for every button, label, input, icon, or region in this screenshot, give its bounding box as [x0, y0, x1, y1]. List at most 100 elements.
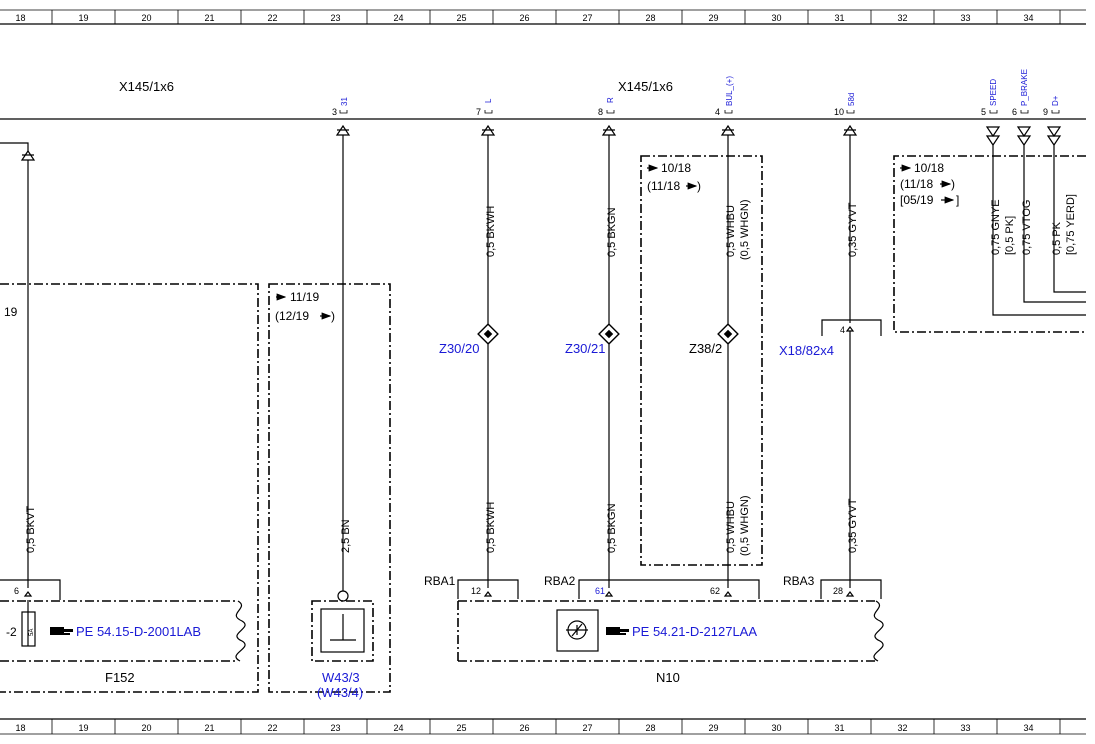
ruler-label: 24: [393, 723, 403, 733]
ruler-label: 24: [393, 13, 403, 23]
wire-label-vtog: 0,75 VTOG: [1021, 200, 1033, 255]
f152-cut-label: -2: [6, 625, 17, 639]
ground-icon: [330, 614, 356, 641]
reference-hand-icon: [50, 627, 73, 635]
connector-x18: 4 X18/82x4: [779, 319, 882, 358]
reference-hand-icon: [606, 627, 629, 635]
variant-box-w43: [268, 283, 391, 693]
ruler-label: 25: [456, 13, 466, 23]
wire-label-gnye: 0,75 GNYE: [990, 199, 1002, 255]
ruler-label: 28: [645, 723, 655, 733]
rba2-pin: 61: [595, 586, 605, 596]
pin-4-signal: BUL_(+): [725, 76, 734, 106]
variant-w43-line1: 11/19: [290, 290, 319, 304]
wire-label-whgn-bottom: (0,5 WHGN): [739, 496, 751, 557]
pin-9-signal: D+: [1051, 95, 1060, 106]
variant-right-line2: (11/18: [900, 177, 933, 191]
svg-text:): ): [951, 177, 955, 191]
rba2-label: RBA2: [544, 574, 576, 588]
f152-label: F152: [105, 670, 135, 685]
pin-5-signal: SPEED: [989, 79, 998, 106]
wire-label-gyvt-top: 0,35 GYVT: [847, 202, 859, 257]
component-w43: W43/3 (W43/4): [311, 590, 374, 700]
variant-w43-line2: (12/19: [275, 309, 309, 323]
pin-3-signal: 31: [340, 97, 349, 106]
splice-z30-21-label: Z30/21: [565, 341, 605, 356]
wire-label-bkgn-bottom: 0,5 BKGN: [606, 503, 618, 553]
wire-label-whbu-bottom: 0,5 WHBU: [725, 501, 737, 553]
pin-10-signal: 58d: [847, 93, 856, 106]
pin-10-number: 10: [834, 107, 844, 117]
pin-6-signal: P_BRAKE: [1020, 69, 1029, 106]
variant-right-line3: [05/19: [900, 193, 934, 207]
ruler-label: 21: [204, 13, 214, 23]
connector-x18-pin: 4: [840, 325, 845, 335]
rba3-pin: 28: [833, 586, 843, 596]
ruler-label: 33: [960, 13, 970, 23]
ruler-label: 21: [204, 723, 214, 733]
rba3-label: RBA3: [783, 574, 815, 588]
f152-pin-number: 6: [14, 586, 19, 596]
connector-x145-right: X145/1x6: [618, 79, 673, 94]
wire-label-bkvt: 0,5 BKVT: [25, 506, 37, 553]
splice-z30-20-label: Z30/20: [439, 341, 479, 356]
left-cut-label: 19: [4, 305, 18, 319]
n10-reference-link[interactable]: PE 54.21-D-2127LAA: [632, 624, 757, 639]
ruler-label: 19: [78, 13, 88, 23]
variant-right-line1: 10/18: [914, 161, 944, 175]
variant-box-z38: [640, 155, 763, 566]
f152-fuse-rating: 5A: [29, 629, 35, 636]
w43-label[interactable]: W43/3: [322, 670, 360, 685]
ruler-label: 27: [582, 13, 592, 23]
wire-label-pk-alt: [0,5 PK]: [1004, 216, 1016, 255]
ruler-label: 26: [519, 723, 529, 733]
connector-x18-label: X18/82x4: [779, 343, 834, 358]
top-pins: 3 31 7 L 8 R 4 BUL_(+) 10 58d 5 SPEED 6 …: [332, 69, 1060, 117]
wire-label-whbu-top: 0,5 WHBU: [725, 205, 737, 257]
rba1-label: RBA1: [424, 574, 456, 588]
wire-label-bkwh-top: 0,5 BKWH: [485, 206, 497, 257]
ruler-label: 22: [267, 723, 277, 733]
pin-3-number: 3: [332, 107, 337, 117]
ruler-label: 32: [897, 13, 907, 23]
n10-label: N10: [656, 670, 680, 685]
pin-7-signal: L: [484, 98, 493, 103]
ruler-label: 26: [519, 13, 529, 23]
pin-62: 62: [710, 586, 720, 596]
top-connector-terminals: [0, 124, 1062, 161]
ruler-label: 23: [330, 13, 340, 23]
pin-7-number: 7: [476, 107, 481, 117]
ruler-label: 18: [15, 723, 25, 733]
wires: [27, 135, 1086, 591]
wire-label-whgn-top: (0,5 WHGN): [739, 200, 751, 261]
wire-label-gyvt-bottom: 0,35 GYVT: [847, 498, 859, 553]
splice-z38-2: Z38/2: [689, 323, 739, 356]
ruler-label: 29: [708, 723, 718, 733]
svg-text:): ): [697, 179, 701, 193]
w43-alt-label[interactable]: (W43/4): [317, 685, 363, 700]
ruler-label: 28: [645, 13, 655, 23]
rba1-pin: 12: [471, 586, 481, 596]
variant-z38-line1: 10/18: [661, 161, 691, 175]
component-n10: RBA1 12 RBA2 61 62 RBA3 28 PE 54.21-D-21…: [424, 574, 884, 685]
ruler-label: 18: [15, 13, 25, 23]
splices: Z30/20 Z30/21 Z38/2: [439, 323, 739, 356]
ruler-label: 20: [141, 13, 151, 23]
pin-6-number: 6: [1012, 107, 1017, 117]
ruler-label: 25: [456, 723, 466, 733]
f152-reference-link[interactable]: PE 54.15-D-2001LAB: [76, 624, 201, 639]
ruler-label: 34: [1023, 723, 1033, 733]
wire-label-yerd-alt: [0,75 YERD]: [1065, 194, 1077, 255]
wire-label-bkwh-bottom: 0,5 BKWH: [485, 502, 497, 553]
ruler-label: 32: [897, 723, 907, 733]
pin-5-number: 5: [981, 107, 986, 117]
wire-label-pk: 0,5 PK: [1051, 221, 1063, 255]
splice-z30-20: Z30/20: [439, 323, 499, 356]
splice-z38-2-label: Z38/2: [689, 341, 722, 356]
component-f152: 6 5A -2 PE 54.15-D-2001LAB F152: [0, 579, 246, 685]
connector-x145-left: X145/1x6: [119, 79, 174, 94]
ruler-label: 30: [771, 13, 781, 23]
